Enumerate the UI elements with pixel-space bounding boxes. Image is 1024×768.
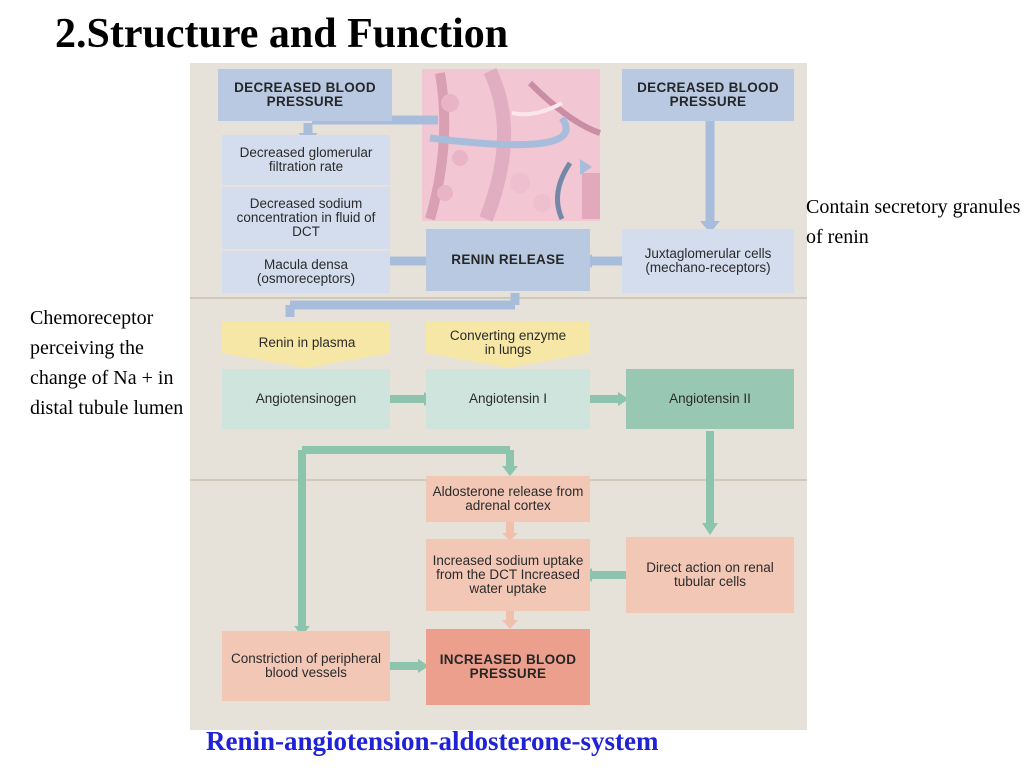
- converting-enzyme-label: Converting enzyme in lungs: [449, 328, 567, 357]
- decreased-gfr-box: Decreased glomerular filtration rate: [222, 135, 390, 185]
- constriction-box: Constriction of peripheral blood vessels: [222, 631, 390, 701]
- decreased-bp-right-box: DECREASED BLOOD PRESSURE: [622, 69, 794, 121]
- angiotensin-1-box: Angiotensin I: [426, 369, 590, 429]
- diagram-caption: Renin-angiotension-aldosterone-system: [206, 726, 659, 756]
- decreased-bp-left-box: DECREASED BLOOD PRESSURE: [218, 69, 392, 121]
- renin-release-box: RENIN RELEASE: [426, 229, 590, 291]
- angiotensin-2-box: Angiotensin II: [626, 369, 794, 429]
- macula-densa-box: Macula densa (osmoreceptors): [222, 251, 390, 293]
- green-connectors: [298, 395, 714, 670]
- sodium-uptake-box: Increased sodium uptake from the DCT Inc…: [426, 539, 590, 611]
- macula-densa-note: Chemoreceptor perceiving the change of N…: [30, 307, 184, 419]
- yellow-chevron-left: [222, 321, 390, 368]
- renin-plasma-label: Renin in plasma: [258, 335, 356, 350]
- direct-action-box: Direct action on renal tubular cells: [626, 537, 794, 613]
- yellow-chevron-right: [426, 321, 590, 368]
- decreased-sodium-box: Decreased sodium concentration in fluid …: [222, 187, 390, 249]
- angiotensinogen-box: Angiotensinogen: [222, 369, 390, 429]
- raas-diagram: DECREASED BLOOD PRESSURE DECREASED BLOOD…: [190, 63, 807, 730]
- juxtaglomerular-box: Juxtaglomerular cells (mechano-receptors…: [622, 229, 794, 293]
- slide-title: 2.Structure and Function: [55, 11, 509, 57]
- increased-bp-box: INCREASED BLOOD PRESSURE: [426, 629, 590, 705]
- aldosterone-box: Aldosterone release from adrenal cortex: [426, 476, 590, 522]
- juxtaglomerular-note: Contain secretory granules of renin: [806, 196, 1021, 248]
